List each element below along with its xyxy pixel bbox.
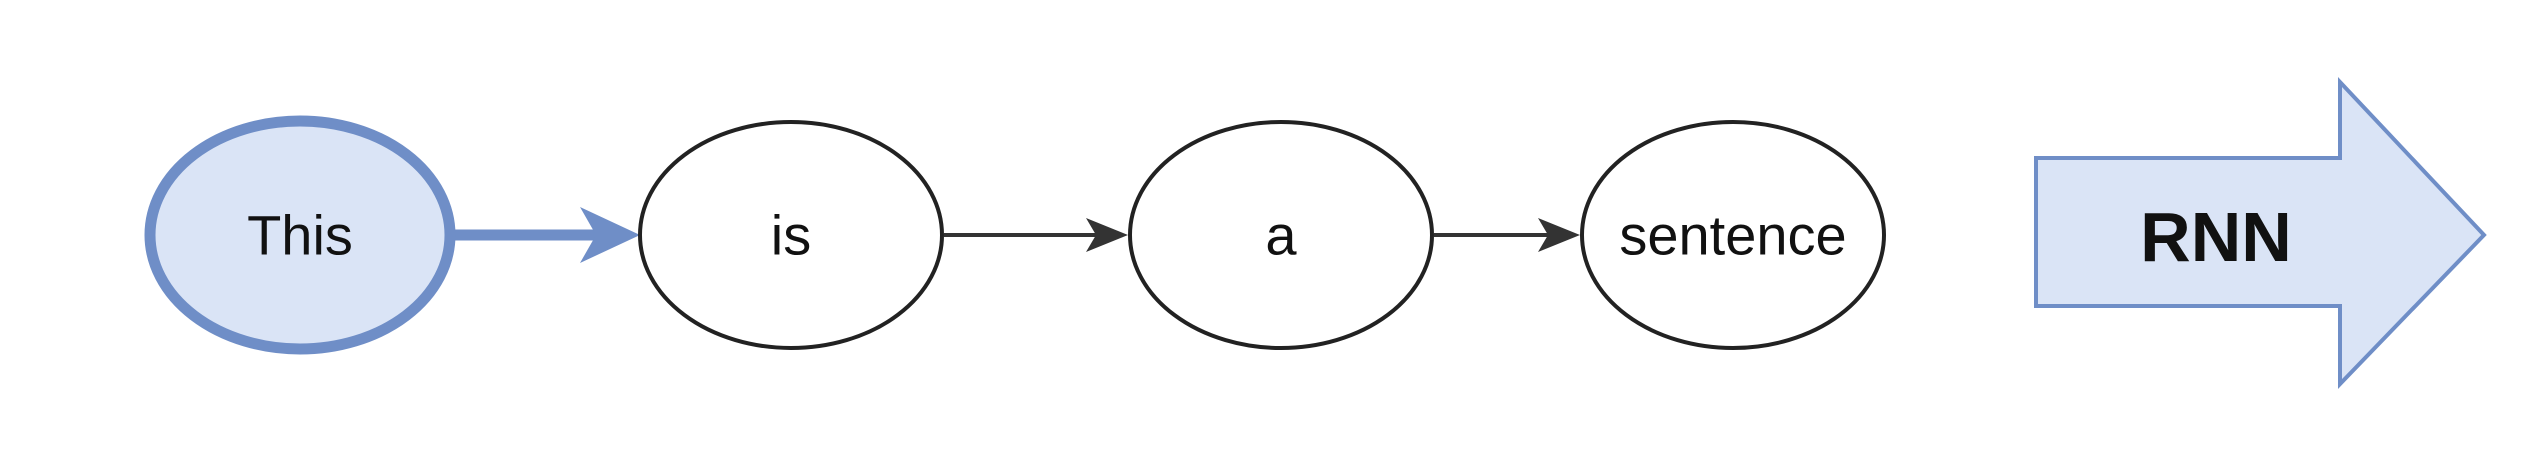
rnn-block-arrow: RNN [2034, 76, 2487, 389]
node-sentence: sentence [1580, 120, 1886, 350]
edge-a-to-sentence-arrowhead [1538, 218, 1580, 252]
node-sentence-label: sentence [1619, 204, 1846, 267]
node-sentence-ellipse [1580, 120, 1886, 350]
node-is-label: is [771, 204, 811, 267]
node-a-ellipse [1128, 120, 1434, 350]
node-this-ellipse [144, 115, 456, 355]
node-a-label: a [1265, 204, 1297, 267]
node-this: This [144, 115, 456, 355]
edge-is-to-a-arrowhead [1086, 218, 1128, 252]
node-a: a [1128, 120, 1434, 350]
edge-a-to-sentence [1434, 218, 1580, 252]
node-is: is [638, 120, 944, 350]
edge-is-to-a [944, 218, 1128, 252]
rnn-block-arrow-shape [2034, 76, 2487, 389]
edge-this-to-is [452, 207, 640, 263]
edge-this-to-is-arrowhead [580, 207, 640, 263]
node-this-label: This [247, 204, 353, 267]
rnn-block-arrow-label: RNN [2140, 198, 2292, 276]
node-is-ellipse [638, 120, 944, 350]
